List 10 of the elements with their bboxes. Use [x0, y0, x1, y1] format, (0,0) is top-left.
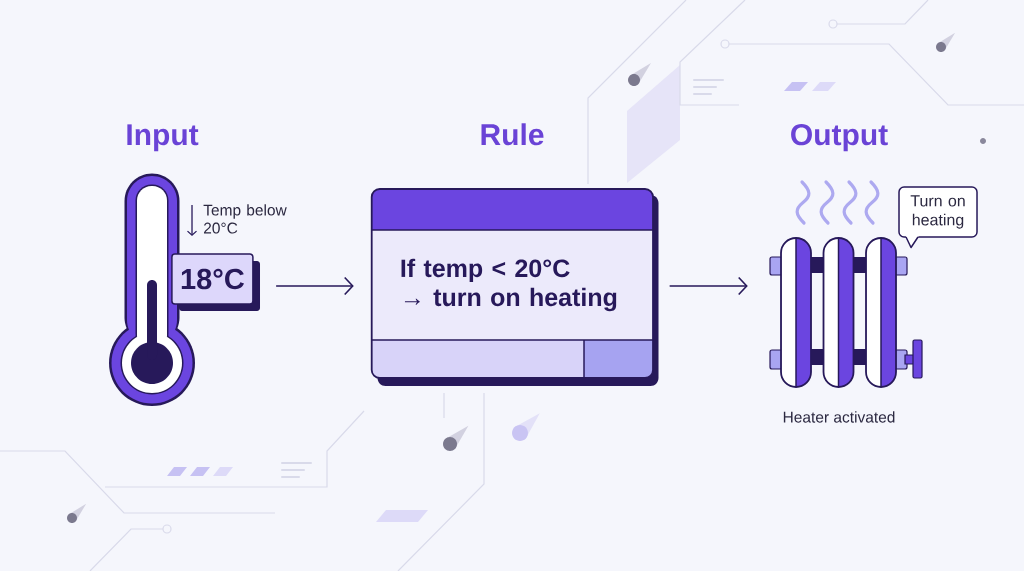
app-window: If temp < 20°C → turn on heating — [370, 188, 659, 386]
heading: Input — [127, 124, 199, 152]
note-text: Temp below 20°C — [203, 204, 287, 234]
temperature-display: 18°C — [171, 253, 260, 311]
speech-bubble: Turn on heating — [898, 186, 978, 249]
arrow — [669, 276, 748, 296]
heading: Output — [791, 124, 888, 152]
arrow — [275, 276, 354, 296]
heading: Rule — [481, 123, 544, 146]
node-label: Heater activated — [783, 411, 895, 423]
